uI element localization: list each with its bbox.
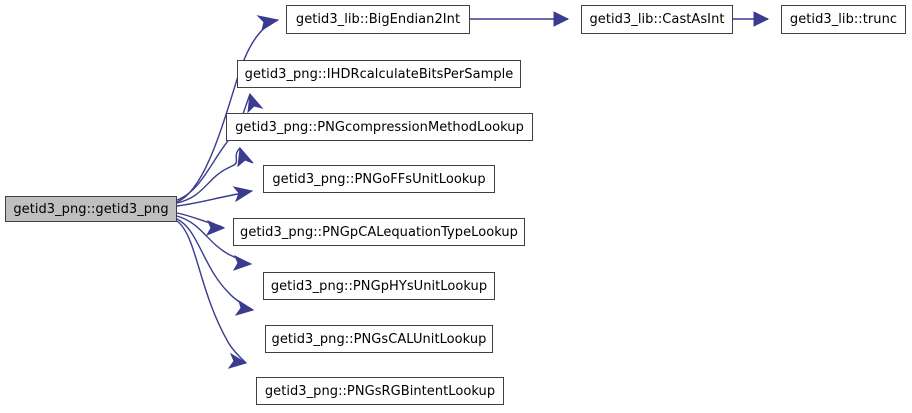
- arrowhead-icon: [232, 254, 253, 271]
- graph-node-pngoffsunitlookup[interactable]: getid3_png::PNGoFFsUnitLookup: [263, 165, 495, 193]
- graph-node-label: getid3_png::PNGoFFsUnitLookup: [272, 171, 486, 187]
- graph-node-pngpcalequationtypelookup[interactable]: getid3_png::PNGpCALequationTypeLookup: [233, 218, 525, 246]
- graph-node-label: getid3_lib::trunc: [789, 12, 898, 27]
- edge-root-to-ihdrcalculatebitspersample: [176, 92, 264, 201]
- graph-node-castasint[interactable]: getid3_lib::CastAsInt: [581, 5, 733, 34]
- edge-line: [176, 190, 253, 207]
- graph-node-label: getid3_png::IHDRcalculateBitsPerSample: [244, 66, 514, 82]
- graph-node-root[interactable]: getid3_png::getid3_png: [5, 196, 177, 222]
- graph-node-label: getid3_png::PNGpCALequationTypeLookup: [240, 224, 518, 240]
- edge-root-to-pngpcalequationtypelookup: [176, 212, 226, 237]
- arrowhead-icon: [237, 146, 254, 168]
- arrowhead-icon: [553, 11, 570, 27]
- graph-node-label: getid3_lib::CastAsInt: [589, 12, 725, 27]
- arrowhead-icon: [753, 11, 770, 27]
- graph-node-trunc[interactable]: getid3_lib::trunc: [781, 5, 906, 34]
- edge-line: [176, 93, 251, 201]
- graph-node-label: getid3_png::PNGcompressionMethodLookup: [235, 119, 524, 135]
- graph-node-pngphysunitlookup[interactable]: getid3_png::PNGpHYsUnitLookup: [263, 272, 495, 300]
- graph-node-label: getid3_png::getid3_png: [13, 201, 169, 217]
- edge-root-to-pngcompressionmethodlookup: [176, 146, 254, 204]
- graph-node-bigendian2int[interactable]: getid3_lib::BigEndian2Int: [286, 5, 470, 34]
- edge-castasint-to-trunc: [733, 11, 770, 27]
- graph-node-label: getid3_png::PNGsRGBintentLookup: [264, 383, 496, 399]
- edge-line: [176, 147, 241, 204]
- arrowhead-icon: [247, 92, 264, 114]
- arrowhead-icon: [227, 352, 248, 369]
- edge-root-to-pngoffsunitlookup: [176, 186, 254, 207]
- graph-node-label: getid3_lib::BigEndian2Int: [295, 12, 461, 27]
- arrowhead-icon: [232, 186, 254, 203]
- edge-line: [176, 212, 225, 229]
- arrowhead-icon: [234, 299, 255, 316]
- edge-bigendian2int-to-castasint: [470, 11, 570, 27]
- graph-node-pngcompressionmethodlookup[interactable]: getid3_png::PNGcompressionMethodLookup: [226, 113, 533, 141]
- graph-node-label: getid3_png::PNGsCALUnitLookup: [271, 331, 487, 347]
- arrowhead-icon: [205, 220, 226, 237]
- graph-node-pngsrgbintentlookup[interactable]: getid3_png::PNGsRGBintentLookup: [256, 377, 504, 405]
- graph-node-ihdrcalculatebitspersample[interactable]: getid3_png::IHDRcalculateBitsPerSample: [237, 60, 521, 88]
- arrowhead-icon: [256, 15, 280, 32]
- graph-node-pngscalunitlookup[interactable]: getid3_png::PNGsCALUnitLookup: [265, 325, 493, 353]
- graph-node-label: getid3_png::PNGpHYsUnitLookup: [270, 278, 488, 294]
